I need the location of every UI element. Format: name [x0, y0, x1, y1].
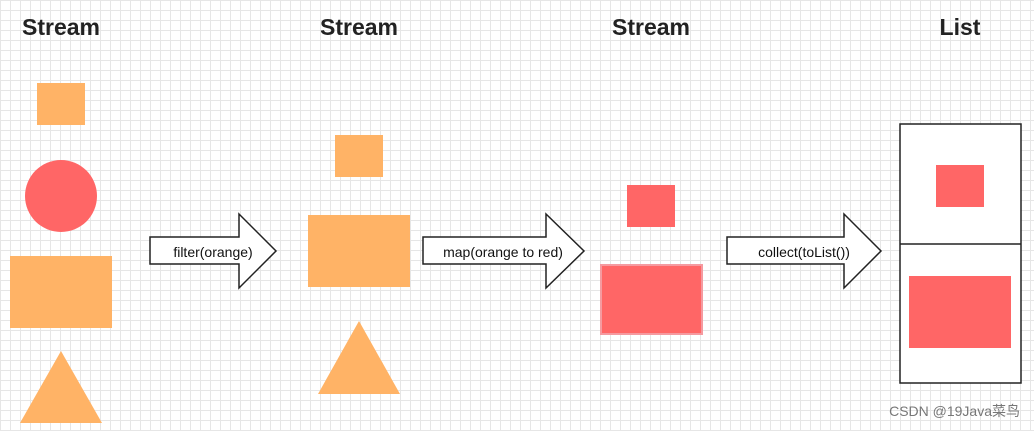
stage-3-shapes	[600, 185, 703, 335]
filter-arrow	[149, 212, 278, 290]
stage-2-shapes	[308, 135, 410, 394]
stage-1-title: Stream	[22, 14, 100, 40]
stage-1-orange-square	[37, 83, 85, 125]
list-item-2-red-rectangle	[909, 276, 1011, 348]
stage-2-orange-square	[335, 135, 383, 177]
list-container	[899, 123, 1022, 384]
stage-1-shapes	[10, 83, 112, 423]
stage-3-red-square	[627, 185, 675, 227]
stage-4-title: List	[939, 14, 981, 40]
filter-label: filter(orange)	[173, 244, 253, 260]
stage-2-title: Stream	[320, 14, 398, 40]
stage-3-red-rectangle	[600, 264, 703, 335]
stage-3-title: Stream	[612, 14, 690, 40]
stage-2-orange-triangle	[318, 321, 400, 394]
stage-1-orange-triangle	[20, 351, 102, 423]
map-label: map(orange to red)	[443, 244, 563, 260]
stage-1-orange-rectangle	[10, 256, 112, 328]
collect-label: collect(toList())	[758, 244, 850, 260]
map-arrow	[422, 212, 586, 290]
watermark: CSDN @19Java菜鸟	[889, 403, 1020, 419]
stage-2-orange-rectangle	[308, 215, 410, 287]
stage-1-red-circle	[25, 160, 97, 232]
collect-arrow	[726, 212, 883, 290]
list-item-1-red-square	[936, 165, 984, 207]
